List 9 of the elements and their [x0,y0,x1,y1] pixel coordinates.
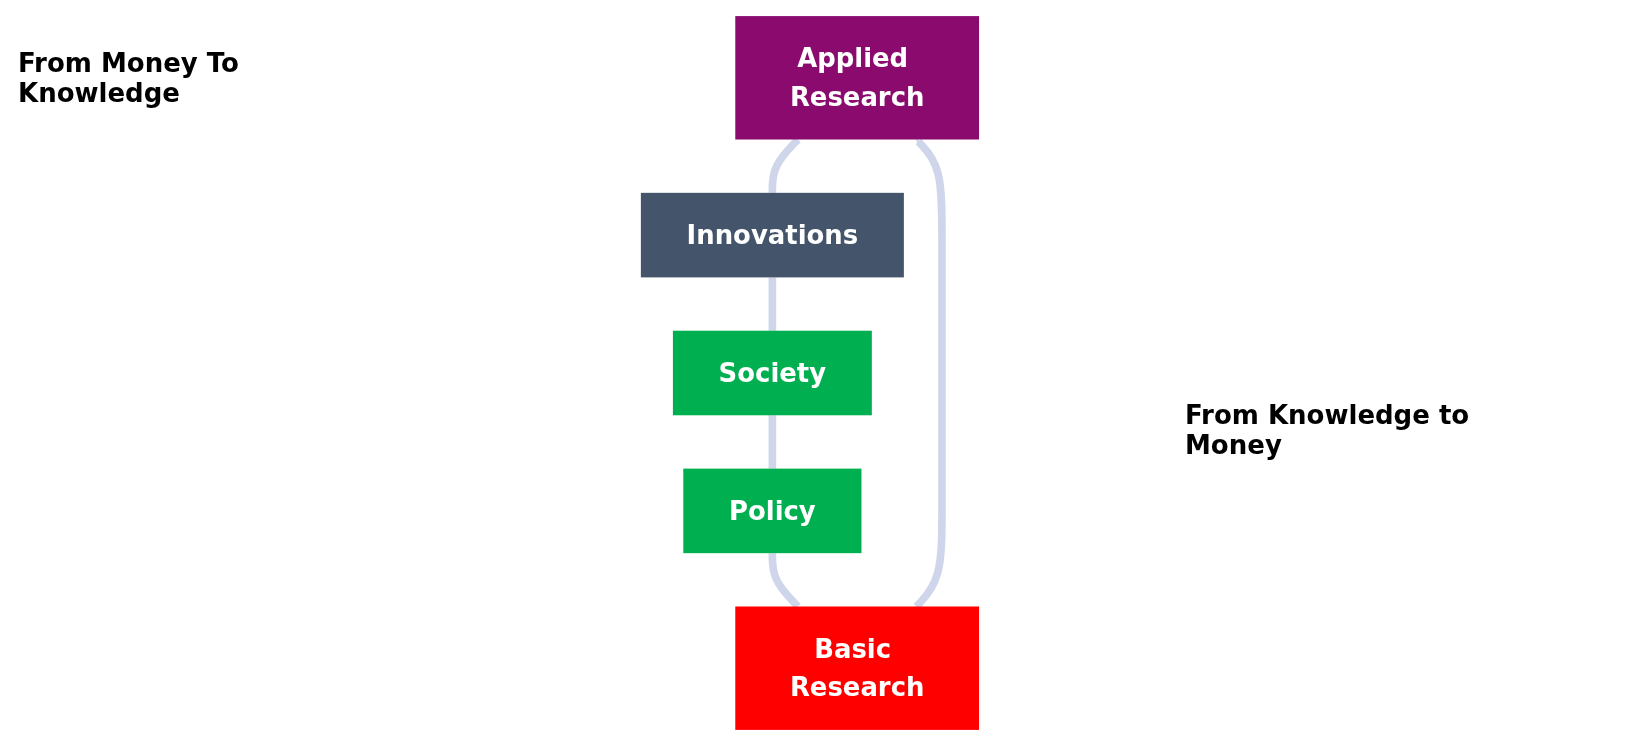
note-text: From Knowledge to Money [1185,400,1471,460]
connector [768,415,777,469]
note-text: From Money To Knowledge [18,48,240,108]
connector [768,277,777,331]
node-box: Policy [683,468,862,554]
node-box: Basic Research [735,606,980,730]
node-box: Society [672,330,872,416]
node-box: Applied Research [735,16,980,140]
node-box: Innovations [640,192,904,278]
